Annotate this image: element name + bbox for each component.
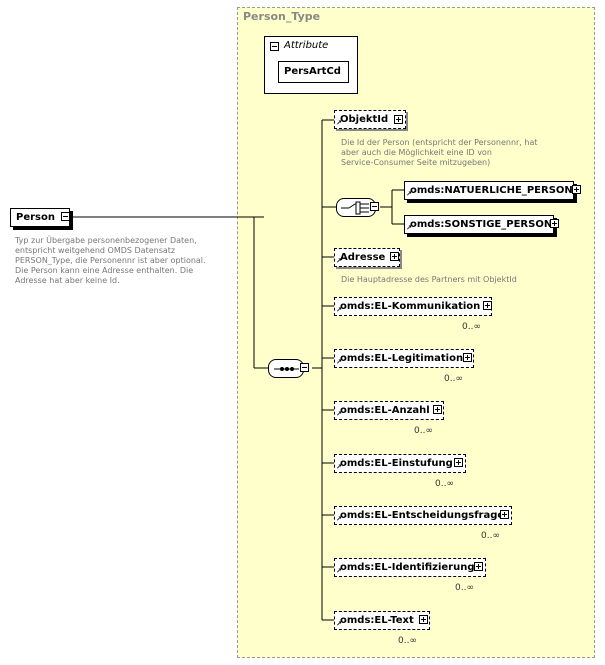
element-el-text[interactable]: omds:EL-Text ↗ bbox=[334, 611, 434, 634]
occurrence-label: 0..∞ bbox=[462, 322, 481, 332]
reference-arrow-icon: ↗ bbox=[336, 463, 342, 471]
element-el-anzahl[interactable]: omds:EL-Anzahl ↗ bbox=[334, 401, 448, 424]
sequence-icon bbox=[274, 367, 299, 371]
element-sonstige-person[interactable]: omds:SONSTIGE_PERSON ↗ bbox=[404, 215, 554, 234]
root-doc-line: entspricht weitgehend OMDS Datensatz bbox=[15, 246, 176, 255]
expand-icon[interactable] bbox=[433, 405, 442, 414]
element-el-kommunikation[interactable]: omds:EL-Kommunikation ↗ bbox=[334, 297, 496, 320]
element-label: omds:NATUERLICHE_PERSON bbox=[410, 185, 573, 196]
reference-arrow-icon: ↗ bbox=[336, 119, 342, 127]
element-label: omds:EL-Entscheidungsfrage bbox=[340, 510, 505, 521]
objektid-documentation: Die Id der Person (entspricht der Person… bbox=[341, 138, 538, 168]
occurrence-label: 0..∞ bbox=[435, 479, 454, 489]
type-container bbox=[237, 7, 595, 658]
sequence-compositor bbox=[268, 359, 304, 378]
objektid-doc-line: Service-Consumer Seite mitzugeben) bbox=[341, 158, 491, 167]
root-doc-line: PERSON_Type, die Personennr ist aber opt… bbox=[15, 256, 206, 265]
element-label: omds:EL-Kommunikation bbox=[340, 301, 481, 312]
collapse-icon[interactable] bbox=[61, 212, 70, 221]
element-el-einstufung[interactable]: omds:EL-Einstufung ↗ bbox=[334, 454, 470, 477]
type-title: Person_Type bbox=[243, 10, 321, 23]
reference-arrow-icon: ↗ bbox=[336, 620, 342, 628]
reference-arrow-icon: ↗ bbox=[336, 410, 342, 418]
choice-icon bbox=[341, 201, 369, 215]
expand-icon[interactable] bbox=[394, 115, 403, 124]
element-label: omds:EL-Legitimation bbox=[340, 353, 464, 364]
expand-icon[interactable] bbox=[419, 615, 428, 624]
occurrence-label: 0..∞ bbox=[414, 426, 433, 436]
expand-icon[interactable] bbox=[572, 185, 581, 194]
element-label: Adresse bbox=[340, 252, 386, 263]
attribute-persartcd[interactable]: PersArtCd bbox=[278, 61, 349, 83]
element-label: omds:EL-Identifizierung bbox=[340, 562, 475, 573]
collapse-icon[interactable] bbox=[270, 42, 279, 51]
reference-arrow-icon: ↗ bbox=[406, 190, 412, 198]
expand-icon[interactable] bbox=[550, 219, 559, 228]
expand-icon[interactable] bbox=[483, 301, 492, 310]
element-el-entscheidungsfrage[interactable]: omds:EL-Entscheidungsfrage ↗ bbox=[334, 506, 516, 529]
root-element-label: Person bbox=[16, 212, 55, 223]
element-label: omds:EL-Einstufung bbox=[340, 458, 453, 469]
root-documentation: Typ zur Übergabe personenbezogener Daten… bbox=[15, 236, 206, 286]
reference-arrow-icon: ↗ bbox=[336, 306, 342, 314]
element-el-legitimation[interactable]: omds:EL-Legitimation ↗ bbox=[334, 349, 478, 372]
collapse-icon[interactable] bbox=[370, 202, 379, 211]
collapse-icon[interactable] bbox=[300, 363, 309, 372]
reference-arrow-icon: ↗ bbox=[406, 224, 412, 232]
element-objektid[interactable]: ObjektId ↗ bbox=[334, 110, 406, 129]
occurrence-label: 0..∞ bbox=[455, 583, 474, 593]
choice-compositor bbox=[336, 198, 376, 217]
root-doc-line: Die Person kann eine Adresse enthalten. … bbox=[15, 266, 194, 275]
reference-arrow-icon: ↗ bbox=[336, 257, 342, 265]
element-natuerliche-person[interactable]: omds:NATUERLICHE_PERSON ↗ bbox=[404, 181, 574, 200]
expand-icon[interactable] bbox=[500, 510, 509, 519]
element-label: ObjektId bbox=[340, 114, 389, 125]
element-label: omds:SONSTIGE_PERSON bbox=[410, 219, 553, 230]
element-label: omds:EL-Anzahl bbox=[340, 405, 430, 416]
element-label: omds:EL-Text bbox=[340, 615, 414, 626]
reference-arrow-icon: ↗ bbox=[336, 567, 342, 575]
root-doc-line: Typ zur Übergabe personenbezogener Daten… bbox=[15, 236, 197, 245]
occurrence-label: 0..∞ bbox=[398, 636, 417, 646]
expand-icon[interactable] bbox=[390, 252, 399, 261]
reference-arrow-icon: ↗ bbox=[336, 358, 342, 366]
expand-icon[interactable] bbox=[463, 353, 472, 362]
occurrence-label: 0..∞ bbox=[481, 531, 500, 541]
expand-icon[interactable] bbox=[454, 458, 463, 467]
element-el-identifizierung[interactable]: omds:EL-Identifizierung ↗ bbox=[334, 558, 490, 581]
adresse-documentation: Die Hauptadresse des Partners mit Objekt… bbox=[341, 275, 517, 284]
element-adresse[interactable]: Adresse ↗ bbox=[334, 248, 400, 267]
attribute-label: PersArtCd bbox=[284, 66, 341, 77]
objektid-doc-line: aber auch die Möglichkeit eine ID von bbox=[341, 148, 492, 157]
occurrence-label: 0..∞ bbox=[444, 374, 463, 384]
reference-arrow-icon: ↗ bbox=[336, 515, 342, 523]
root-doc-line: Adresse hat aber keine Id. bbox=[15, 276, 120, 285]
attributes-title: Attribute bbox=[284, 40, 329, 51]
expand-icon[interactable] bbox=[474, 562, 483, 571]
objektid-doc-line: Die Id der Person (entspricht der Person… bbox=[341, 138, 538, 147]
